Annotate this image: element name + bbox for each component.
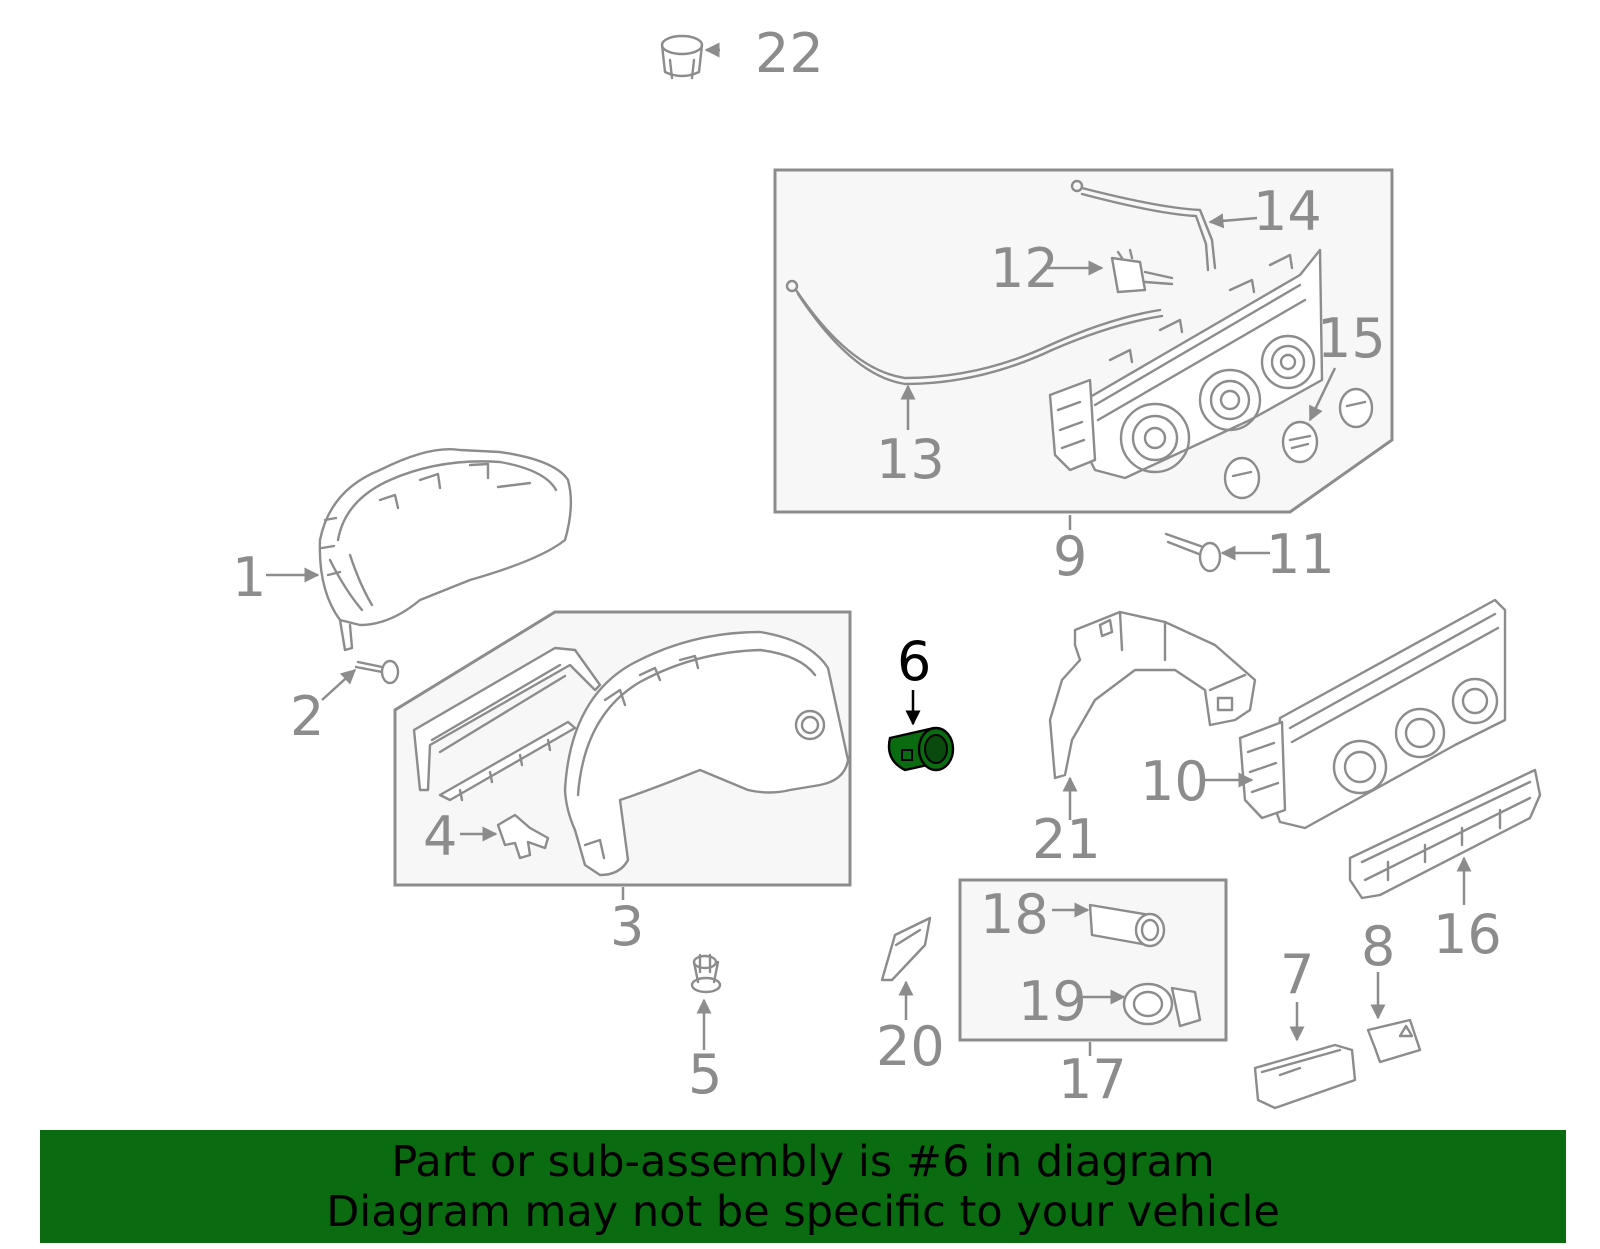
- part-18-socket[interactable]: [1088, 903, 1166, 948]
- part-6-highlighted[interactable]: [887, 726, 955, 772]
- callout-17[interactable]: 17: [1058, 1048, 1127, 1111]
- callout-2[interactable]: 2: [290, 685, 324, 748]
- callout-15[interactable]: 15: [1317, 307, 1386, 370]
- callout-11[interactable]: 11: [1266, 523, 1335, 586]
- callout-22[interactable]: 22: [755, 22, 824, 85]
- callout-3[interactable]: 3: [610, 895, 644, 958]
- part-3-lower-trim[interactable]: [438, 720, 577, 802]
- part-2-screw[interactable]: [354, 659, 400, 685]
- callout-labels: 22 1 2 3 4 5 6 7 8 9 10 11 12 13 14 15 1…: [232, 22, 1502, 1111]
- part-3-upper-trim[interactable]: [412, 646, 602, 792]
- part-9-knob-bottom[interactable]: [1223, 456, 1261, 500]
- banner-line-1: Part or sub-assembly is #6 in diagram: [391, 1136, 1215, 1187]
- callout-6[interactable]: 6: [897, 630, 931, 693]
- callout-7[interactable]: 7: [1280, 943, 1314, 1006]
- part-16-switch-panel[interactable]: [1348, 768, 1542, 900]
- part-8-switch[interactable]: [1366, 1018, 1422, 1064]
- callout-13[interactable]: 13: [876, 428, 945, 491]
- callout-21[interactable]: 21: [1032, 808, 1101, 871]
- info-banner: Part or sub-assembly is #6 in diagram Di…: [40, 1130, 1566, 1243]
- callout-10[interactable]: 10: [1140, 750, 1209, 813]
- callout-4[interactable]: 4: [423, 805, 457, 868]
- part-1-instrument-cluster[interactable]: [318, 448, 573, 652]
- part-10-control-panel[interactable]: [1238, 598, 1507, 830]
- part-15-knob[interactable]: [1281, 420, 1319, 464]
- callout-19[interactable]: 19: [1018, 970, 1087, 1033]
- part-9-knob-right[interactable]: [1338, 387, 1374, 429]
- part-3-cluster-bezel[interactable]: [563, 630, 850, 877]
- callout-8[interactable]: 8: [1361, 915, 1395, 978]
- part-19-socket-cover[interactable]: [1122, 982, 1202, 1028]
- part-5-push-pin[interactable]: [690, 953, 722, 994]
- callout-18[interactable]: 18: [980, 883, 1049, 946]
- callout-9[interactable]: 9: [1053, 525, 1087, 588]
- part-21-bracket[interactable]: [1048, 610, 1257, 780]
- leader-lines: [266, 42, 1472, 1056]
- callout-20[interactable]: 20: [876, 1015, 945, 1078]
- part-12-actuator[interactable]: [1110, 248, 1174, 294]
- banner-line-2: Diagram may not be specific to your vehi…: [326, 1186, 1280, 1237]
- callout-12[interactable]: 12: [990, 237, 1059, 300]
- part-9-climate-control-panel[interactable]: [1048, 248, 1324, 480]
- part-20-lid[interactable]: [880, 916, 932, 982]
- part-4-clip[interactable]: [496, 813, 550, 860]
- part-13-cable[interactable]: [785, 279, 1164, 386]
- part-7-switch[interactable]: [1253, 1043, 1357, 1110]
- callout-5[interactable]: 5: [688, 1043, 722, 1106]
- callout-16[interactable]: 16: [1433, 903, 1502, 966]
- part-11-screw[interactable]: [1164, 532, 1222, 573]
- part-14-cable[interactable]: [1070, 179, 1217, 272]
- callout-14[interactable]: 14: [1253, 180, 1322, 243]
- callout-1[interactable]: 1: [232, 546, 266, 609]
- part-22-clip[interactable]: [660, 34, 704, 80]
